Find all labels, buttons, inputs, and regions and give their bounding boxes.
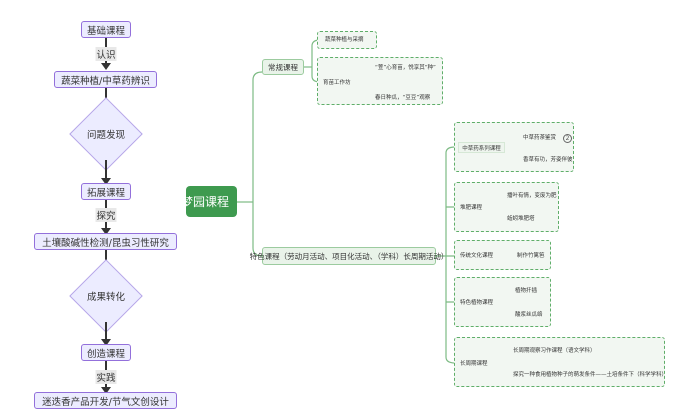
mindmap-leaf[interactable]: 蚯蚓堆肥塔 [507,216,535,222]
mindmap-root-node[interactable]: 耘梦园课程 [186,186,237,217]
count-badge: 2 [563,134,572,143]
mindmap-leaf[interactable]: 春日种瓜，“豆豆”观察 [375,95,431,101]
mindmap-node-regular-course[interactable]: 常规课程 [262,59,304,75]
mindmap-node-tradition[interactable]: 传统文化课程 [460,253,494,259]
mindmap-group-tradition: 传统文化课程 制作竹篱笆 [454,240,551,270]
flow-edge-line [105,322,107,342]
arrow-down-icon [101,63,111,70]
mindmap-group-workshop: 育苗工作坊 “萱”心育苗，悦享其“种” 春日种瓜，“豆豆”观察 [317,57,443,105]
mindmap-node-special-course[interactable]: 特色课程（劳动月活动、项目化活动、（学科）长周期活动） [250,247,448,265]
arrow-down-icon [101,178,111,185]
connector-root-trunk [252,71,263,257]
flow-decision-transform[interactable]: 成果转化 [69,259,143,333]
flow-decision-label: 成果转化 [86,292,125,303]
mindmap-leaf[interactable]: 长周期观察习作课程（语文学科） [513,348,596,354]
mindmap-group-plants: 特色植物课程 植物扦插 酸浆丝瓜络 [454,277,551,327]
arrow-down-icon [101,387,111,394]
flow-edge-label-explore: 探究 [95,208,117,222]
mindmap-leaf[interactable]: 蔬菜种植与采摘 [325,37,364,43]
flow-node-basic-course[interactable]: 基础课程 [81,21,131,38]
arrow-down-icon [101,228,111,235]
mindmap-leaf[interactable]: 植物扦插 [515,288,538,294]
mindmap-leaf[interactable]: 制作竹篱笆 [517,253,545,259]
flow-node-products[interactable]: 迷迭香产品开发/节气文创设计 [34,392,177,409]
mindmap-leaf[interactable]: 中草药茶鉴赏 [523,135,557,141]
mindmap-node-workshop[interactable]: 育苗工作坊 [323,80,351,86]
mindmap-group-long-cycle: 长周期课程 长周期观察习作课程（语文学科） 探究一种食用植物种子的萌发条件——土… [454,337,668,387]
mindmap-node-long-cycle[interactable]: 长周期课程 [460,361,488,367]
mindmap-leaf[interactable]: 香草有功，芳姿伴彼 [523,157,573,163]
flow-decision-problem[interactable]: 问题发现 [69,97,143,171]
flow-node-creative-course[interactable]: 创造课程 [81,344,131,361]
mindmap-leaf[interactable]: 酸浆丝瓜络 [515,312,543,318]
arrow-down-icon [101,339,111,346]
mindmap-leaf[interactable]: 播叶有情，变废为肥 [507,193,557,199]
flow-node-research[interactable]: 土壤酸碱性检测/昆虫习性研究 [34,233,177,250]
mindmap-group-planting: 蔬菜种植与采摘 [317,31,377,49]
mindmap-group-compost: 堆肥课程 播叶有情，变废为肥 蚯蚓堆肥塔 [454,182,559,232]
flow-edge-label-practice: 实践 [95,370,117,384]
flow-edge-label-recognize: 认识 [95,47,117,61]
mindmap-leaf[interactable]: 探究一种食用植物种子的萌发条件——土培条件下（科学学科） [513,372,668,378]
mindmap-leaf[interactable]: “萱”心育苗，悦享其“种” [375,65,436,71]
flow-decision-label: 问题发现 [86,130,125,141]
flow-node-planting[interactable]: 蔬菜种植/中草药辨识 [54,71,157,88]
flow-node-extended-course[interactable]: 拓展课程 [81,183,131,200]
mindmap-group-herbs: 中草药系列课程 中草药茶鉴赏 2 香草有功，芳姿伴彼 [454,122,574,172]
mindmap-node-plants[interactable]: 特色植物课程 [460,300,494,306]
mindmap-node-herbs[interactable]: 中草药系列课程 [458,142,505,153]
flow-edge-line [105,160,107,181]
mindmap-node-compost[interactable]: 堆肥课程 [460,205,483,211]
